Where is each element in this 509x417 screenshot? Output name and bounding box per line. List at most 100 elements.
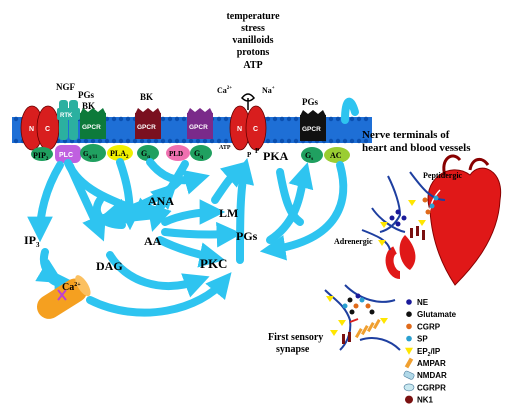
- lipid-head: [363, 116, 369, 122]
- arrow-cross: [92, 196, 126, 229]
- bk-top-label: BK: [82, 101, 95, 111]
- pip2-blob: [31, 147, 53, 161]
- arrow-dag-to-pkc: [106, 251, 210, 298]
- stimulus-stress: stress: [241, 23, 265, 34]
- arrow-plc-to-dag: [66, 162, 106, 242]
- ac-label: AC: [330, 151, 342, 160]
- ion-entry-icon: [241, 93, 255, 110]
- stimulus-atp: ATP: [243, 60, 262, 71]
- legend-swatch-4: [405, 347, 413, 355]
- peptidergic-label: Peptidergic: [423, 171, 463, 180]
- rtk-label: RTK: [60, 113, 73, 119]
- lipid-head: [167, 116, 173, 122]
- gq11-blob: [80, 144, 106, 162]
- plc-label: PLC: [59, 152, 73, 159]
- lipid-head: [174, 138, 180, 144]
- lipid-head: [342, 138, 348, 144]
- arrow-plc-to-ip3: [27, 161, 64, 243]
- gpcr-maroon: GPCR: [135, 108, 161, 139]
- trpv1-c-label: C: [253, 126, 258, 133]
- arrow-ip3-down: [35, 248, 64, 284]
- arrow-aa-to-pkc: [156, 236, 226, 268]
- lipid-head: [349, 116, 355, 122]
- lipid-head: [216, 138, 222, 144]
- bk-mid-label: BK: [140, 92, 153, 102]
- gpcr-purple-label: GPCR: [189, 124, 208, 131]
- lipid-head: [139, 138, 145, 144]
- arrow-pla2-to-aa: [116, 158, 143, 231]
- legend-swatch-2: [406, 323, 412, 330]
- gpcr-green-label: GPCR: [82, 124, 101, 131]
- lipid-head: [202, 138, 208, 144]
- lipid-head: [279, 116, 285, 122]
- gq-blob-1: [137, 145, 159, 161]
- lipid-head: [160, 116, 166, 122]
- lipid-head: [195, 138, 201, 144]
- heart-illustration: [385, 154, 502, 286]
- lipid-head: [111, 116, 117, 122]
- nerve-vesicles: [378, 195, 439, 246]
- lipid-head: [293, 116, 299, 122]
- lipid-head: [160, 138, 166, 144]
- ngf-label: NGF: [56, 82, 76, 92]
- stimulus-temperature: temperature: [226, 11, 280, 22]
- plc-enzyme: PLC: [55, 145, 81, 163]
- ana-label: ANA: [148, 194, 174, 208]
- ion-ca-label: Ca2+: [217, 86, 232, 95]
- lipid-head: [125, 138, 131, 144]
- dag-label: DAG: [96, 259, 123, 273]
- lipid-head: [13, 116, 19, 122]
- lipid-head: [363, 138, 369, 144]
- stimuli-list: temperature stress vanilloids protons AT…: [226, 11, 280, 71]
- nerve-terminals-title-1: Nerve terminals of: [362, 129, 450, 141]
- arrow-gq-to-ana: [146, 158, 210, 195]
- arrow-ca-to-pkc: [86, 272, 232, 317]
- pathway-arrows: [27, 97, 359, 317]
- lipid-head: [153, 138, 159, 144]
- atp-label: ATP: [219, 145, 231, 151]
- legend-swatch-3: [406, 335, 412, 342]
- stimulus-vanilloids: vanilloids: [232, 35, 273, 46]
- stimulus-protons: protons: [237, 47, 270, 58]
- lipid-head: [97, 138, 103, 144]
- gq11-label: Gq/11: [83, 150, 98, 160]
- first-synapse-illustration: [324, 284, 401, 351]
- lipid-head: [328, 138, 334, 144]
- legend-swatch-7: [403, 383, 415, 392]
- legend-label-0: NE: [417, 298, 429, 307]
- pip2-label: PIP2: [33, 151, 49, 162]
- gs-blob: [301, 147, 323, 163]
- lipid-head: [349, 138, 355, 144]
- nerve-fibers: [361, 171, 446, 251]
- legend-label-7: CGRPR: [417, 383, 446, 392]
- lipid-head: [356, 138, 362, 144]
- legend-swatch-0: [406, 299, 412, 305]
- legend-label-1: Glutamate: [417, 310, 457, 319]
- lipid-head: [216, 116, 222, 122]
- legend-swatch-1: [406, 311, 412, 318]
- legend-swatch-8: [405, 395, 413, 404]
- trpv1-n-label: N: [237, 126, 242, 133]
- p-label-2: P: [255, 147, 260, 155]
- pgs-right-label: PGs: [302, 97, 318, 107]
- pgs-top-label: PGs: [78, 90, 94, 100]
- lipid-head: [272, 138, 278, 144]
- first-synapse-title-2: synapse: [276, 344, 310, 355]
- lipid-head: [111, 138, 117, 144]
- gpcr-purple: GPCR: [187, 108, 213, 139]
- lipid-head: [335, 138, 341, 144]
- gpcr-black-label: GPCR: [302, 126, 321, 133]
- arrow-aa-to-pgs: [161, 221, 243, 248]
- lipid-head: [181, 138, 187, 144]
- lipid-head: [335, 116, 341, 122]
- legend-label-8: NK1: [417, 396, 434, 405]
- gs-label: Gs: [305, 151, 313, 162]
- pld-blob: [166, 145, 190, 161]
- arrow-pgs-to-gpcr: [266, 162, 314, 244]
- lipid-head: [104, 138, 110, 144]
- ca-store-label: Ca2+: [62, 282, 81, 293]
- lipid-head: [223, 138, 229, 144]
- lipid-head: [272, 116, 278, 122]
- pathway-pgs-label: PGs: [236, 229, 258, 243]
- legend-label-6: NMDAR: [417, 371, 447, 380]
